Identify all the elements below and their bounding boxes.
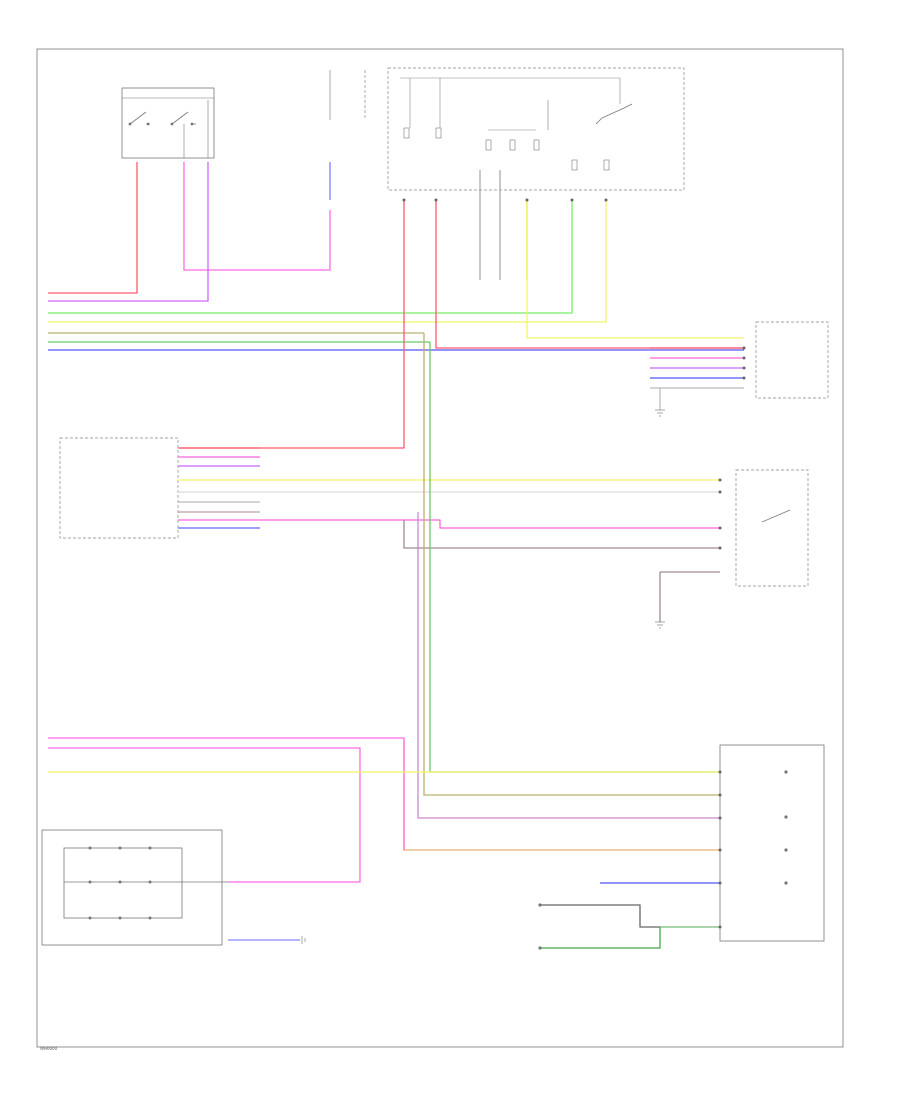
bottom-right-module [538, 744, 825, 950]
right-middle-switch [403, 469, 809, 629]
connector-markers [402, 198, 746, 929]
wire-violet-1 [48, 162, 209, 302]
diagram-frame [36, 48, 844, 1048]
wire-gray-fuse [479, 170, 501, 280]
headlamp-switch-module [121, 87, 215, 159]
left-control-module [59, 437, 720, 539]
wire-red-long [180, 200, 405, 449]
footer-code: WH0000 [40, 1046, 58, 1051]
right-connector-top [650, 321, 829, 417]
wire-yellow-h [48, 200, 607, 323]
bottom-left-harness [41, 737, 720, 946]
wire-yellow-fuse [526, 200, 744, 339]
top-wiring [48, 162, 744, 449]
wire-red-fuse [435, 200, 744, 349]
wire-pink-1 [183, 162, 331, 271]
wire-green-h [48, 200, 573, 314]
wire-red-1 [48, 162, 138, 294]
fuse-panel-area [329, 67, 685, 191]
